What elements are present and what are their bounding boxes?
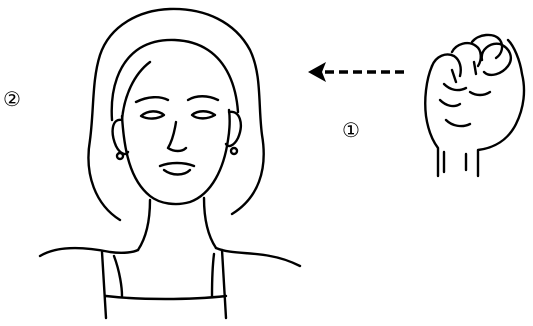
- eyebrow-left: [136, 97, 168, 102]
- neck-right: [204, 198, 216, 248]
- eye-left: [141, 111, 164, 118]
- shoulder-right: [216, 248, 300, 266]
- finger-curl-1: [432, 54, 461, 76]
- woman-portrait-icon: [40, 9, 300, 318]
- finger-detail: [452, 62, 476, 82]
- shoulder-left: [40, 248, 138, 256]
- dashed-left-arrow-icon: [308, 62, 404, 82]
- collar-inner: [114, 254, 214, 296]
- eye-right: [192, 111, 215, 118]
- fist-hand-icon: [425, 35, 524, 176]
- earring-left: [117, 153, 123, 159]
- knuckle-line-1: [444, 84, 466, 90]
- mouth: [160, 163, 194, 166]
- step-marker-1: ①: [342, 118, 360, 142]
- hair-fringe: [112, 40, 238, 120]
- hair-fringe-left: [122, 62, 150, 120]
- nose: [168, 122, 186, 151]
- thumb: [482, 44, 511, 75]
- lower-lip: [164, 170, 190, 175]
- knuckle-line-4: [446, 120, 470, 126]
- step-marker-2: ②: [3, 87, 21, 111]
- earring-right: [231, 148, 237, 154]
- hand-back: [425, 40, 524, 176]
- neck-left: [138, 200, 150, 250]
- eyebrow-right: [188, 96, 218, 100]
- knuckle-line-3: [470, 92, 490, 95]
- knuckle-line-2: [440, 100, 460, 106]
- finger-curl-2: [452, 43, 481, 66]
- wrist-lines: [444, 152, 466, 172]
- arrow-head: [308, 62, 326, 82]
